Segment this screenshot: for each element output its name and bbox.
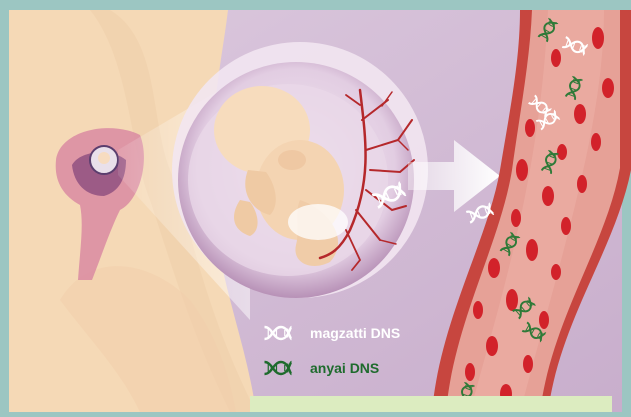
legend-maternal-dna: anyai DNS xyxy=(256,359,379,377)
legend-fetal-dna: magzatti DNS xyxy=(256,324,400,342)
maternal-dna-legend-icon xyxy=(256,359,300,377)
legend-bar xyxy=(250,396,612,412)
fetal-dna-legend-icon xyxy=(256,324,300,342)
legend-maternal-label: anyai DNS xyxy=(310,360,379,376)
legend-fetal-label: magzatti DNS xyxy=(310,325,400,341)
